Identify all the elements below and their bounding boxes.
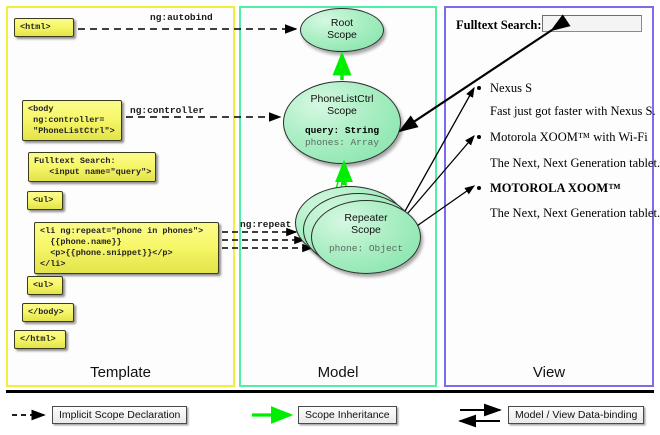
view-item-snippet-0: Fast just got faster with Nexus S. <box>490 104 656 118</box>
scope-root: Root Scope <box>300 8 384 52</box>
scope-ctrl-var-query: query: String <box>304 125 380 136</box>
column-view: View <box>444 6 654 387</box>
code-box-ul-close: <ul> <box>27 276 63 295</box>
scope-root-title-1: Root <box>330 17 354 29</box>
connector-label-ng-controller: ng:controller <box>130 105 205 116</box>
code-box-body-close: </body> <box>22 303 74 322</box>
legend-scope-inheritance: Scope Inheritance <box>298 406 397 424</box>
code-box-ul-open: <ul> <box>27 191 63 210</box>
code-box-html-close: </html> <box>14 330 66 349</box>
column-label-model: Model <box>317 364 359 381</box>
legend-model-view-data-binding: Model / View Data-binding <box>508 406 645 424</box>
code-box-fulltext-search: Fulltext Search: <input name="query"> <box>28 152 156 182</box>
list-bullet-icon <box>477 186 481 190</box>
scope-repeater-title-2: Scope <box>351 224 381 236</box>
list-bullet-icon <box>477 86 481 90</box>
connector-label-ng-autobind: ng:autobind <box>150 12 213 23</box>
view-list-item-0: Nexus S <box>477 81 533 96</box>
scope-root-title-2: Scope <box>327 29 357 41</box>
scope-phonelistctrl: PhoneListCtrl Scope query: String phones… <box>283 81 401 164</box>
list-bullet-icon <box>477 135 481 139</box>
view-item-name-1: Motorola XOOM™ with Wi-Fi <box>490 130 648 144</box>
column-label-template: Template <box>90 364 151 381</box>
code-box-html-open: <html> <box>14 18 74 37</box>
view-search-input[interactable] <box>542 15 642 32</box>
scope-ctrl-title-2: Scope <box>327 105 357 117</box>
view-item-name-2: MOTOROLA XOOM™ <box>490 181 621 195</box>
scope-ctrl-title-1: PhoneListCtrl <box>310 93 374 105</box>
view-list-item-2: MOTOROLA XOOM™ <box>477 181 621 196</box>
column-label-view: View <box>532 364 566 381</box>
scope-ctrl-var-phones: phones: Array <box>304 137 380 148</box>
view-item-snippet-2: The Next, Next Generation tablet. <box>490 206 660 220</box>
view-item-name-0: Nexus S <box>490 81 533 95</box>
view-search-label: Fulltext Search: <box>456 18 542 32</box>
scope-repeater-var-phone: phone: Object <box>328 243 404 254</box>
view-item-snippet-1: The Next, Next Generation tablet. <box>490 156 660 170</box>
code-box-body-open: <body ng:controller= "PhoneListCtrl"> <box>22 100 122 141</box>
legend-divider <box>6 390 654 393</box>
legend-implicit-scope-declaration: Implicit Scope Declaration <box>52 406 188 424</box>
scope-repeater-title-1: Repeater <box>344 212 388 224</box>
code-box-li-repeat: <li ng:repeat="phone in phones"> {{phone… <box>34 222 219 274</box>
connector-label-ng-repeat: ng:repeat <box>240 219 292 230</box>
scope-repeater: Repeater Scope phone: Object <box>311 200 421 274</box>
view-list-item-1: Motorola XOOM™ with Wi-Fi <box>477 130 648 145</box>
